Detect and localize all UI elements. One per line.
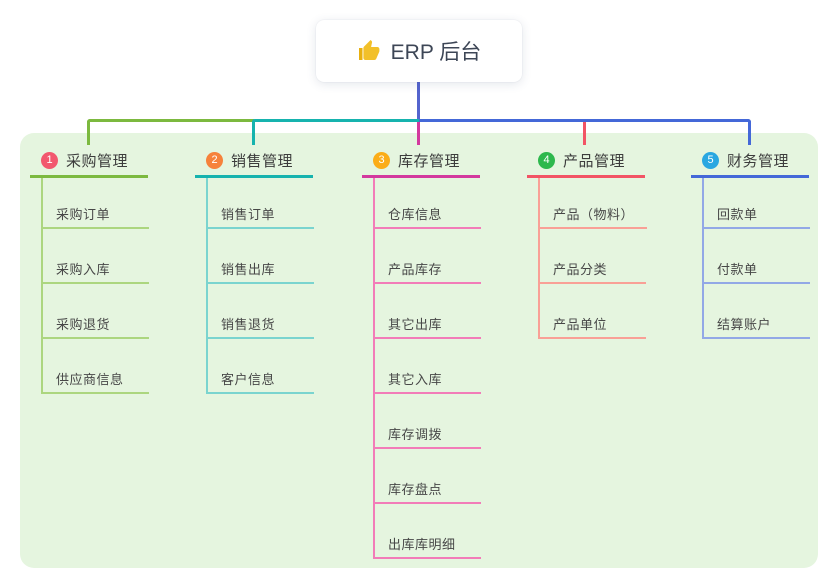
mindmap-node[interactable]: 结算账户 — [702, 313, 810, 339]
mindmap-node[interactable]: 客户信息 — [206, 368, 314, 394]
thumbs-up-icon — [357, 39, 381, 63]
branch-number-badge: 2 — [206, 152, 223, 169]
branch-number-badge: 5 — [702, 152, 719, 169]
mindmap-node[interactable]: 产品单位 — [538, 313, 646, 339]
mindmap-node[interactable]: 销售退货 — [206, 313, 314, 339]
branch-sub-connector — [702, 178, 704, 339]
connector-line — [87, 119, 254, 145]
mindmap-node[interactable]: 销售订单 — [206, 203, 314, 229]
mindmap-node[interactable]: 其它入库 — [373, 368, 481, 394]
mindmap-node[interactable]: 库存调拨 — [373, 423, 481, 449]
mindmap-node[interactable]: 产品库存 — [373, 258, 481, 284]
branches-panel — [20, 133, 818, 568]
root-label: ERP 后台 — [390, 41, 482, 64]
branch-header-1[interactable]: 1 采购管理 — [30, 146, 148, 178]
mindmap-node[interactable]: 采购订单 — [41, 203, 149, 229]
branch-label: 财务管理 — [727, 153, 790, 170]
branch-header-2[interactable]: 2 销售管理 — [195, 146, 313, 178]
branch-sub-connector — [373, 178, 375, 559]
root-node[interactable]: ERP 后台 — [316, 20, 522, 82]
branch-label: 采购管理 — [66, 153, 129, 170]
connector-line — [417, 120, 420, 145]
mindmap-node[interactable]: 采购入库 — [41, 258, 149, 284]
branch-number-badge: 4 — [538, 152, 555, 169]
branch-header-5[interactable]: 5 财务管理 — [691, 146, 809, 178]
branch-number-badge: 1 — [41, 152, 58, 169]
mindmap-node[interactable]: 采购退货 — [41, 313, 149, 339]
mindmap-node[interactable]: 销售出库 — [206, 258, 314, 284]
branch-sub-connector — [206, 178, 208, 394]
mindmap-node[interactable]: 库存盘点 — [373, 478, 481, 504]
connector-line — [583, 121, 586, 145]
mindmap-node[interactable]: 产品（物料） — [538, 203, 648, 229]
branch-label: 库存管理 — [398, 153, 461, 170]
branch-sub-connector — [41, 178, 43, 394]
mindmap-node[interactable]: 付款单 — [702, 258, 810, 284]
mindmap-node[interactable]: 出库库明细 — [373, 533, 481, 559]
mindmap-node[interactable]: 回款单 — [702, 203, 810, 229]
mindmap-node[interactable]: 仓库信息 — [373, 203, 481, 229]
connector-line — [419, 119, 751, 145]
branch-sub-connector — [538, 178, 540, 339]
branch-label: 产品管理 — [563, 153, 626, 170]
connector-line — [417, 82, 420, 122]
branch-label: 销售管理 — [231, 153, 294, 170]
connector-line — [252, 119, 419, 145]
mindmap-node[interactable]: 其它出库 — [373, 313, 481, 339]
mindmap-node[interactable]: 产品分类 — [538, 258, 646, 284]
branch-number-badge: 3 — [373, 152, 390, 169]
mindmap-node[interactable]: 供应商信息 — [41, 368, 149, 394]
branch-header-4[interactable]: 4 产品管理 — [527, 146, 645, 178]
branch-header-3[interactable]: 3 库存管理 — [362, 146, 480, 178]
